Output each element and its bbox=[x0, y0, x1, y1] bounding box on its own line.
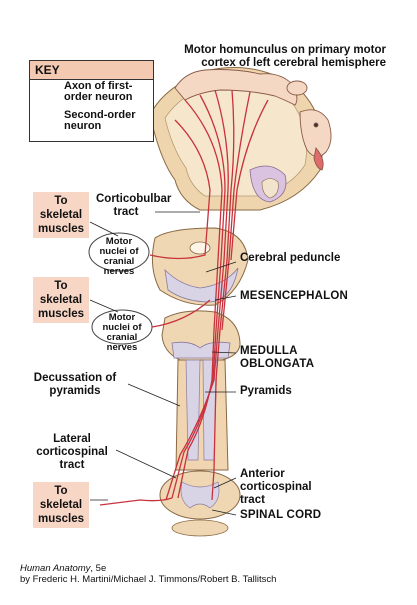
muscle-box-upper: To skeletal muscles bbox=[33, 192, 89, 238]
key-legend: KEY bbox=[29, 60, 154, 142]
motor-nuclei-label-upper: Motor nuclei of cranial nerves bbox=[99, 236, 139, 277]
muscle-box-middle: To skeletal muscles bbox=[33, 277, 89, 323]
key-heading: KEY bbox=[30, 61, 153, 80]
decussation-label: Decussation of pyramids bbox=[33, 372, 117, 397]
brain-section bbox=[149, 67, 323, 211]
motor-nuclei-label-lower: Motor nuclei of cranial nerves bbox=[102, 312, 142, 353]
mesencephalon-section bbox=[151, 227, 249, 306]
credit-authors: by Frederic H. Martini/Michael J. Timmon… bbox=[20, 574, 277, 585]
spinal-cord-section bbox=[159, 470, 241, 537]
mesencephalon-label: MESENCEPHALON bbox=[240, 290, 349, 302]
homunculus-figure bbox=[174, 69, 332, 171]
homunculus-title: Motor homunculus on primary motor cortex… bbox=[184, 44, 386, 69]
lateral-corticospinal-label: Lateral corticospinal tract bbox=[36, 433, 108, 471]
credit-book: Human Anatomy bbox=[20, 563, 91, 574]
pyramids-label: Pyramids bbox=[240, 385, 292, 397]
source-credit: Human Anatomy, 5e by Frederic H. Martini… bbox=[20, 563, 276, 585]
anterior-corticospinal-label: Anterior corticospinal tract bbox=[240, 468, 312, 506]
motor-nuclei-oval-upper bbox=[88, 232, 150, 272]
corticospinal-tract-lines bbox=[99, 89, 269, 506]
muscle-box-lower: To skeletal muscles bbox=[33, 482, 89, 528]
key-second-order-label: Second-order neuron bbox=[64, 109, 136, 132]
cerebral-peduncle-label: Cerebral peduncle bbox=[240, 252, 341, 264]
corticobulbar-tract-label: Corticobulbar tract bbox=[96, 193, 172, 218]
spinal-cord-label: SPINAL CORD bbox=[240, 509, 322, 521]
key-first-order-label: Axon of first-order neuron bbox=[64, 80, 133, 103]
credit-edition: , 5e bbox=[90, 563, 107, 574]
leader-lines bbox=[89, 211, 237, 516]
medulla-oblongata-label: MEDULLA OBLONGATA bbox=[240, 345, 315, 370]
